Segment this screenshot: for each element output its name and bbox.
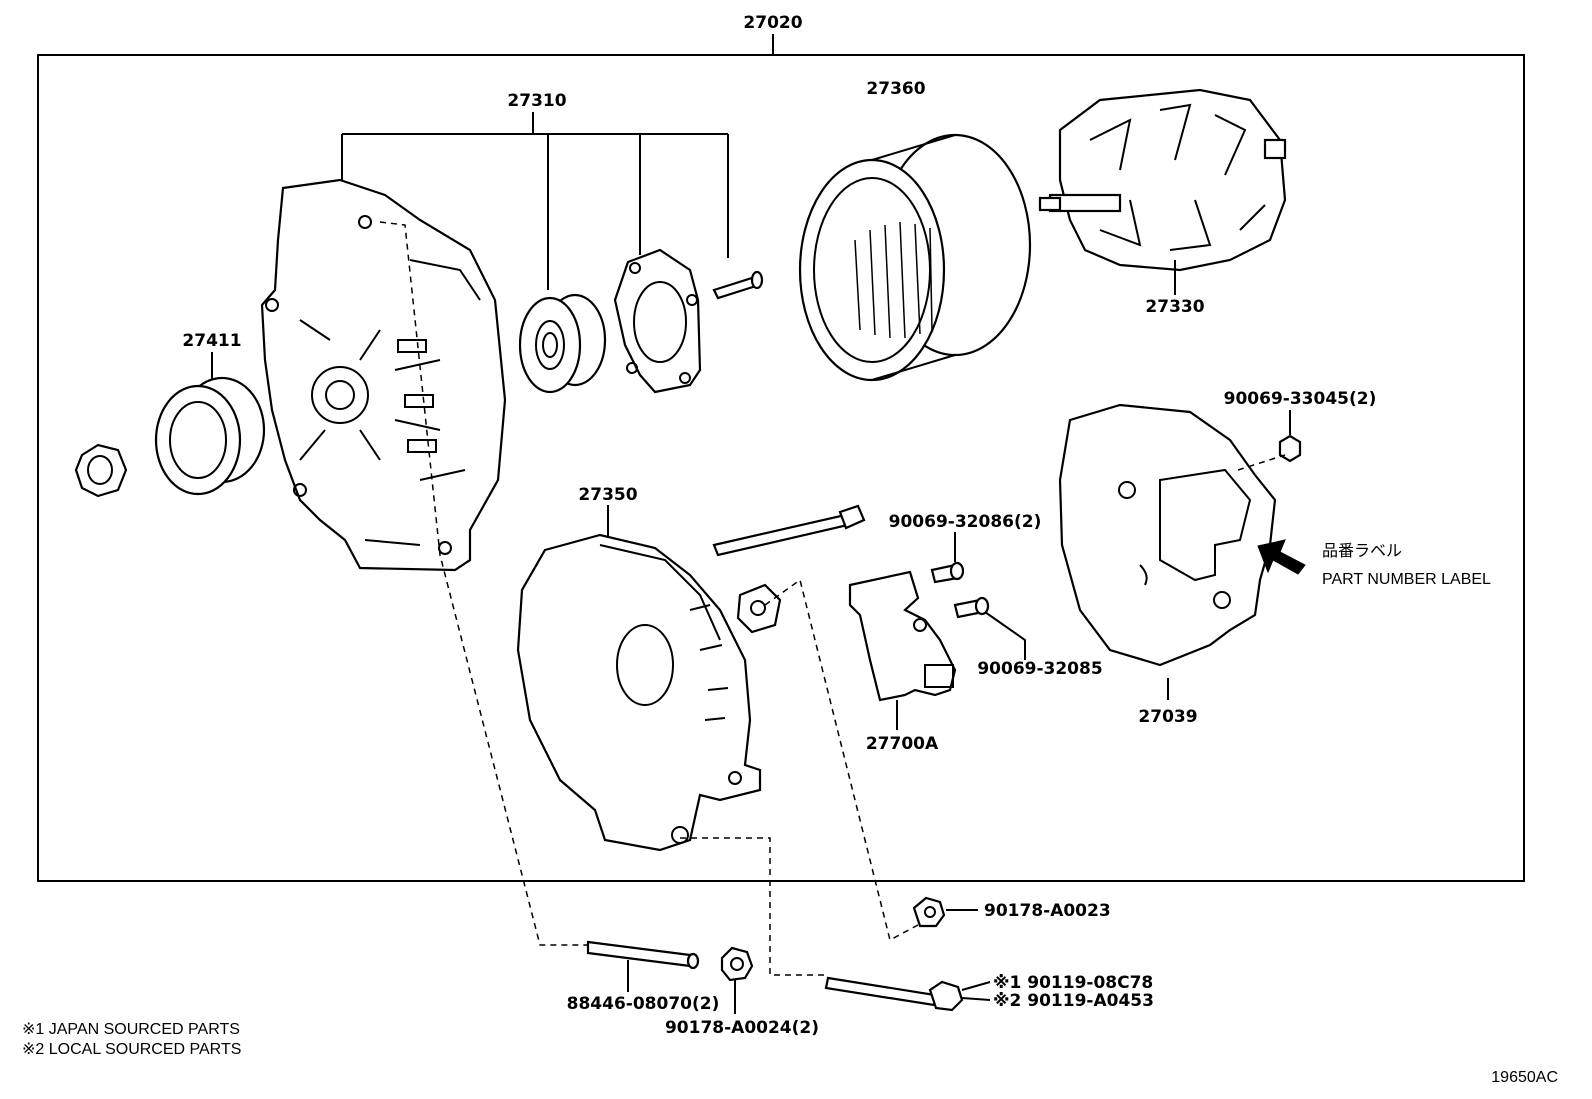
label-90069-32085: 90069-32085 [977, 659, 1102, 679]
pulley [154, 352, 266, 496]
label-27350: 27350 [578, 485, 637, 505]
legend-local-sourced: ※2 LOCAL SOURCED PARTS [22, 1041, 241, 1058]
stud-88446 [586, 940, 700, 992]
dash-nut-guide [764, 578, 919, 942]
pulley-nut [74, 443, 128, 498]
dash-stud-guide [379, 221, 590, 946]
figure-id: 19650AC [1491, 1069, 1558, 1086]
dash-bolt-guide [680, 837, 828, 976]
through-bolt [712, 504, 866, 557]
cover-nut [1278, 410, 1302, 463]
part-number-label-arrow [1257, 539, 1306, 575]
label-27411: 27411 [182, 331, 241, 351]
label-90178-A0024: 90178-A0024(2) [665, 1018, 819, 1038]
label-27700A: 27700A [866, 734, 939, 754]
nut-90178-A0023 [912, 896, 978, 928]
label-assembly: 27020 [743, 13, 802, 33]
rear-end-frame [516, 505, 782, 852]
label-27039: 27039 [1138, 707, 1197, 727]
nut-90178-A0024 [720, 946, 754, 1014]
label-27360: 27360 [866, 79, 925, 99]
rotor [1038, 88, 1287, 295]
regulator [848, 570, 957, 730]
retainer-plate [613, 248, 702, 394]
label-note-japanese: 品番ラベル [1322, 542, 1402, 560]
dash-cover-nut-guide [1237, 454, 1286, 471]
label-27330: 27330 [1145, 297, 1204, 317]
label-88446-08070: 88446-08070(2) [567, 994, 720, 1014]
retainer-screw [712, 270, 764, 300]
stator [798, 133, 1032, 382]
regulator-screw-b [953, 596, 1026, 660]
label-note-english: PART NUMBER LABEL [1322, 571, 1491, 588]
label-90069-32086: 90069-32086(2) [889, 512, 1042, 532]
rear-cover [1058, 403, 1277, 700]
bracket-27310 [341, 112, 729, 290]
assembly-frame [37, 54, 1525, 882]
label-90178-A0023: 90178-A0023 [984, 901, 1111, 921]
label-27310: 27310 [507, 91, 566, 111]
bolt-90119 [824, 976, 991, 1012]
label-90069-33045: 90069-33045(2) [1224, 389, 1377, 409]
regulator-screw-a [930, 532, 965, 584]
bearing [518, 293, 607, 394]
legend-japan-sourced: ※1 JAPAN SOURCED PARTS [22, 1021, 240, 1038]
label-90119-08C78: ※1 90119-08C78 [993, 973, 1153, 993]
label-90119-A0453: ※2 90119-A0453 [993, 991, 1154, 1011]
drive-end-frame [260, 178, 507, 572]
